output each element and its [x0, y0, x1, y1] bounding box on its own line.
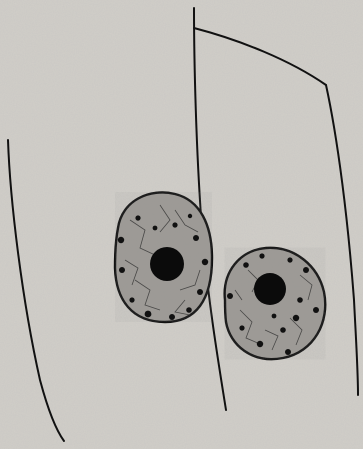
cell-right-nucleus — [225, 248, 326, 359]
cell-left-nucleus — [115, 192, 212, 322]
nucleolus — [150, 247, 184, 281]
nucleolus — [254, 273, 286, 305]
